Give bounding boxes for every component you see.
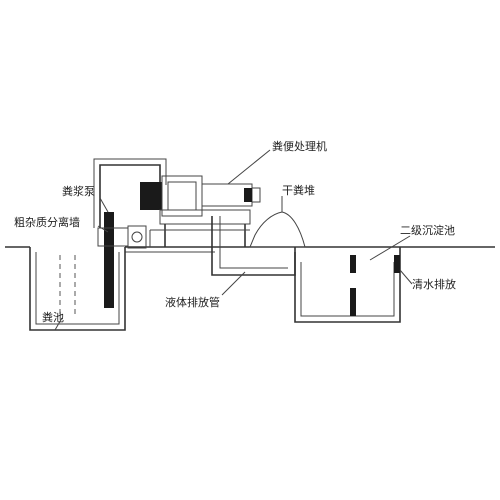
label-dry-manure-pile: 干粪堆 <box>282 183 315 197</box>
dry-manure-pile <box>249 211 306 248</box>
label-manure-pit: 粪池 <box>42 310 64 324</box>
label-clear-water-discharge: 清水排放 <box>412 277 456 291</box>
ground-level <box>5 246 495 253</box>
label-liquid-discharge-pipe: 液体排放管 <box>165 295 220 309</box>
label-secondary-tank: 二级沉淀池 <box>400 223 455 237</box>
liquid-discharge-pipe <box>211 216 296 276</box>
manure-pit <box>29 247 126 331</box>
leader-lines <box>54 149 413 331</box>
label-manure-pump: 粪浆泵 <box>62 184 95 198</box>
label-separation-wall: 粗杂质分离墙 <box>14 215 80 229</box>
label-separator: 粪便处理机 <box>272 139 327 153</box>
manure-pump <box>97 225 147 249</box>
feed-pipe <box>93 158 167 228</box>
secondary-tank <box>294 247 401 323</box>
separation-wall <box>104 212 114 308</box>
separator-machine <box>140 175 261 247</box>
